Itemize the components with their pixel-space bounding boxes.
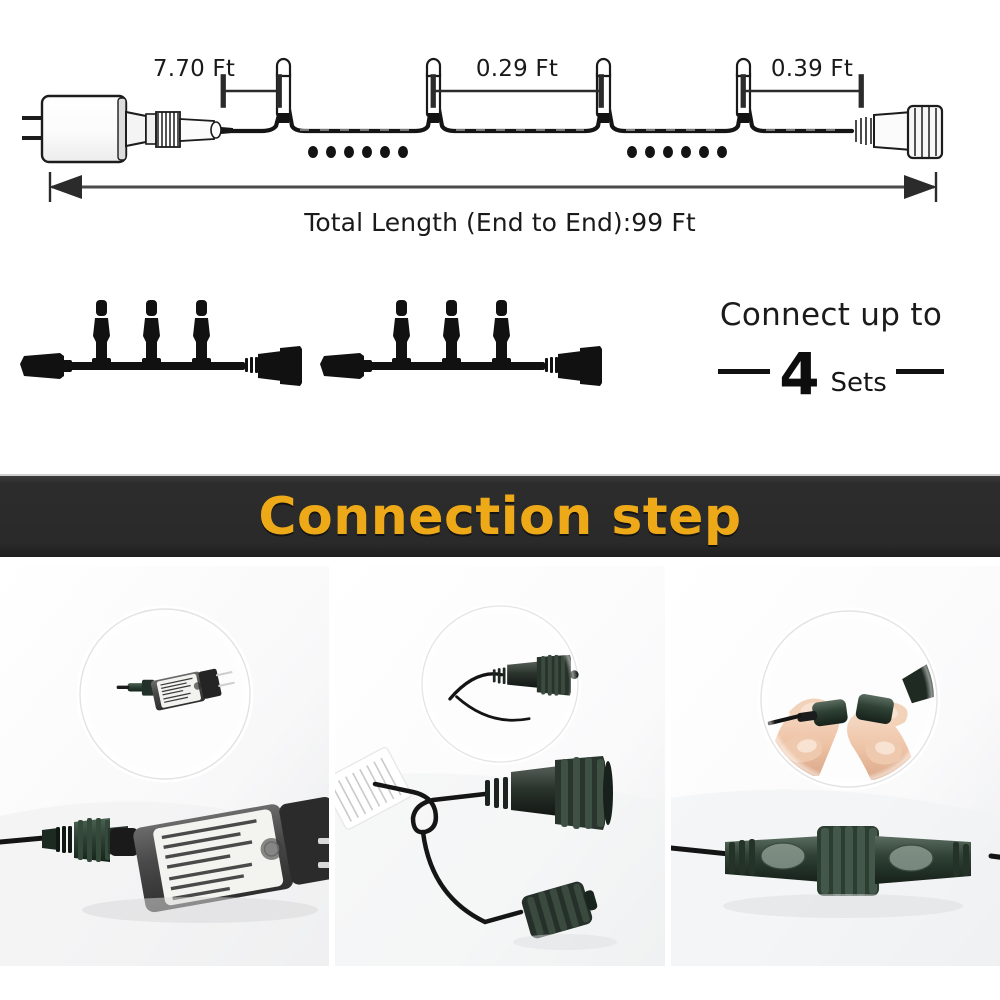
right-rule-dash bbox=[895, 368, 944, 374]
set-count-number: 4 bbox=[779, 340, 820, 408]
bulb-silhouette bbox=[392, 300, 411, 365]
bulb-silhouette bbox=[192, 300, 211, 365]
step-panel-1[interactable] bbox=[0, 566, 330, 966]
dimension-total-length: Total Length (End to End):99 Ft bbox=[48, 172, 938, 237]
set-count-row: 4 Sets bbox=[672, 340, 990, 408]
bulb-silhouette bbox=[92, 300, 111, 365]
connect-up-to-callout: Connect up to 4 Sets bbox=[672, 300, 990, 420]
bulb-icon-group bbox=[275, 57, 752, 123]
zoom-circle-inset bbox=[76, 605, 254, 783]
female-connector-icon bbox=[855, 104, 944, 160]
light-strand-silhouette bbox=[320, 300, 602, 386]
bulb-silhouette bbox=[442, 300, 461, 365]
step-panel-3[interactable] bbox=[670, 566, 1000, 966]
product-tag bbox=[335, 747, 412, 830]
connect-up-to-text: Connect up to bbox=[719, 297, 943, 333]
zoom-circle-inset bbox=[757, 607, 941, 791]
dimension-lead-length-label: 7.70 Ft bbox=[153, 56, 235, 82]
step-panel-2[interactable] bbox=[335, 566, 665, 966]
ellipsis-dots-icon bbox=[308, 146, 408, 158]
spec-diagram: 7.70 Ft 0.29 Ft 0.39 Ft Total bbox=[0, 0, 1000, 260]
left-rule-dash bbox=[718, 368, 771, 374]
bulb-silhouette bbox=[492, 300, 511, 365]
dimension-bulb-spacing-a: 0.29 Ft bbox=[430, 56, 604, 108]
total-length-label: Total Length (End to End):99 Ft bbox=[303, 208, 696, 237]
dimension-bulb-spacing-a-label: 0.29 Ft bbox=[476, 56, 558, 82]
light-strand-silhouette bbox=[20, 300, 302, 386]
ellipsis-dots-icon bbox=[627, 146, 727, 158]
power-adapter-photo-large bbox=[0, 797, 330, 923]
connection-step-banner: Connection step bbox=[0, 474, 1000, 557]
female-connector-photo bbox=[485, 756, 614, 830]
set-count-unit: Sets bbox=[830, 368, 887, 399]
power-adapter-icon bbox=[22, 94, 233, 164]
banner-title: Connection step bbox=[258, 486, 742, 547]
dimension-bulb-spacing-b-label: 0.39 Ft bbox=[771, 56, 853, 82]
bulb-silhouette bbox=[142, 300, 161, 365]
dimension-lead-length: 7.70 Ft bbox=[153, 56, 282, 108]
connection-step-panels bbox=[0, 566, 1000, 966]
light-strand-wire bbox=[230, 101, 855, 134]
zoom-circle-inset bbox=[419, 603, 582, 765]
male-connector-photo bbox=[522, 881, 598, 939]
joined-connector-photo bbox=[670, 826, 1000, 918]
connectable-sets-diagram bbox=[0, 280, 1000, 460]
dimension-bulb-spacing-b: 0.39 Ft bbox=[740, 56, 864, 108]
